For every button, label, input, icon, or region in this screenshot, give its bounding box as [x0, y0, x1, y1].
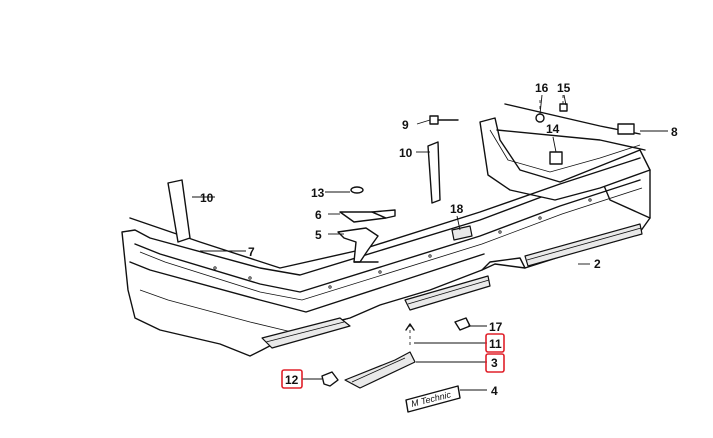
callout-11: 11: [489, 337, 502, 351]
bolt: [429, 115, 459, 125]
side-strip-left: [167, 179, 191, 243]
callout-16: 16: [535, 81, 549, 95]
bumper-carrier-bracket: [479, 117, 651, 201]
highlight-box-12: [281, 369, 303, 389]
tow-hook-cover: [344, 351, 416, 389]
callout-6: 6: [315, 208, 322, 222]
leader-lines: [192, 94, 668, 391]
callout-3: 3: [491, 356, 498, 370]
callout-12: 12: [285, 373, 299, 387]
callout-9: 9: [402, 118, 409, 132]
clip-part: [617, 123, 635, 135]
plug: [454, 317, 471, 331]
callout-18: 18: [450, 202, 464, 216]
callout-4: 4: [491, 384, 498, 398]
retainer-clip: [451, 225, 473, 241]
highlight-box-11: [485, 333, 505, 353]
callout-7: 7: [248, 245, 255, 259]
callout-13: 13: [311, 186, 325, 200]
callout-10-right: 10: [399, 146, 413, 160]
callout-2: 2: [594, 257, 601, 271]
m-technic-emblem: M Technic: [405, 385, 461, 413]
mounting-brackets: [337, 186, 396, 263]
rear-bumper-body: [121, 164, 651, 357]
callout-14: 14: [546, 122, 560, 136]
fastener-arrows: [405, 323, 415, 348]
highlight-box-3: [485, 353, 505, 373]
callout-8: 8: [671, 125, 678, 139]
highlight-boxes: [281, 333, 505, 389]
callout-numbers: 2 3 4 5 6 7 8 9 10 10 11 12 13 14 15 16 …: [200, 81, 678, 398]
callout-5: 5: [315, 228, 322, 242]
clip: [321, 371, 339, 387]
side-strip-right: [427, 141, 441, 204]
callout-17: 17: [489, 320, 503, 334]
callout-15: 15: [557, 81, 571, 95]
callout-10-left: 10: [200, 191, 214, 205]
